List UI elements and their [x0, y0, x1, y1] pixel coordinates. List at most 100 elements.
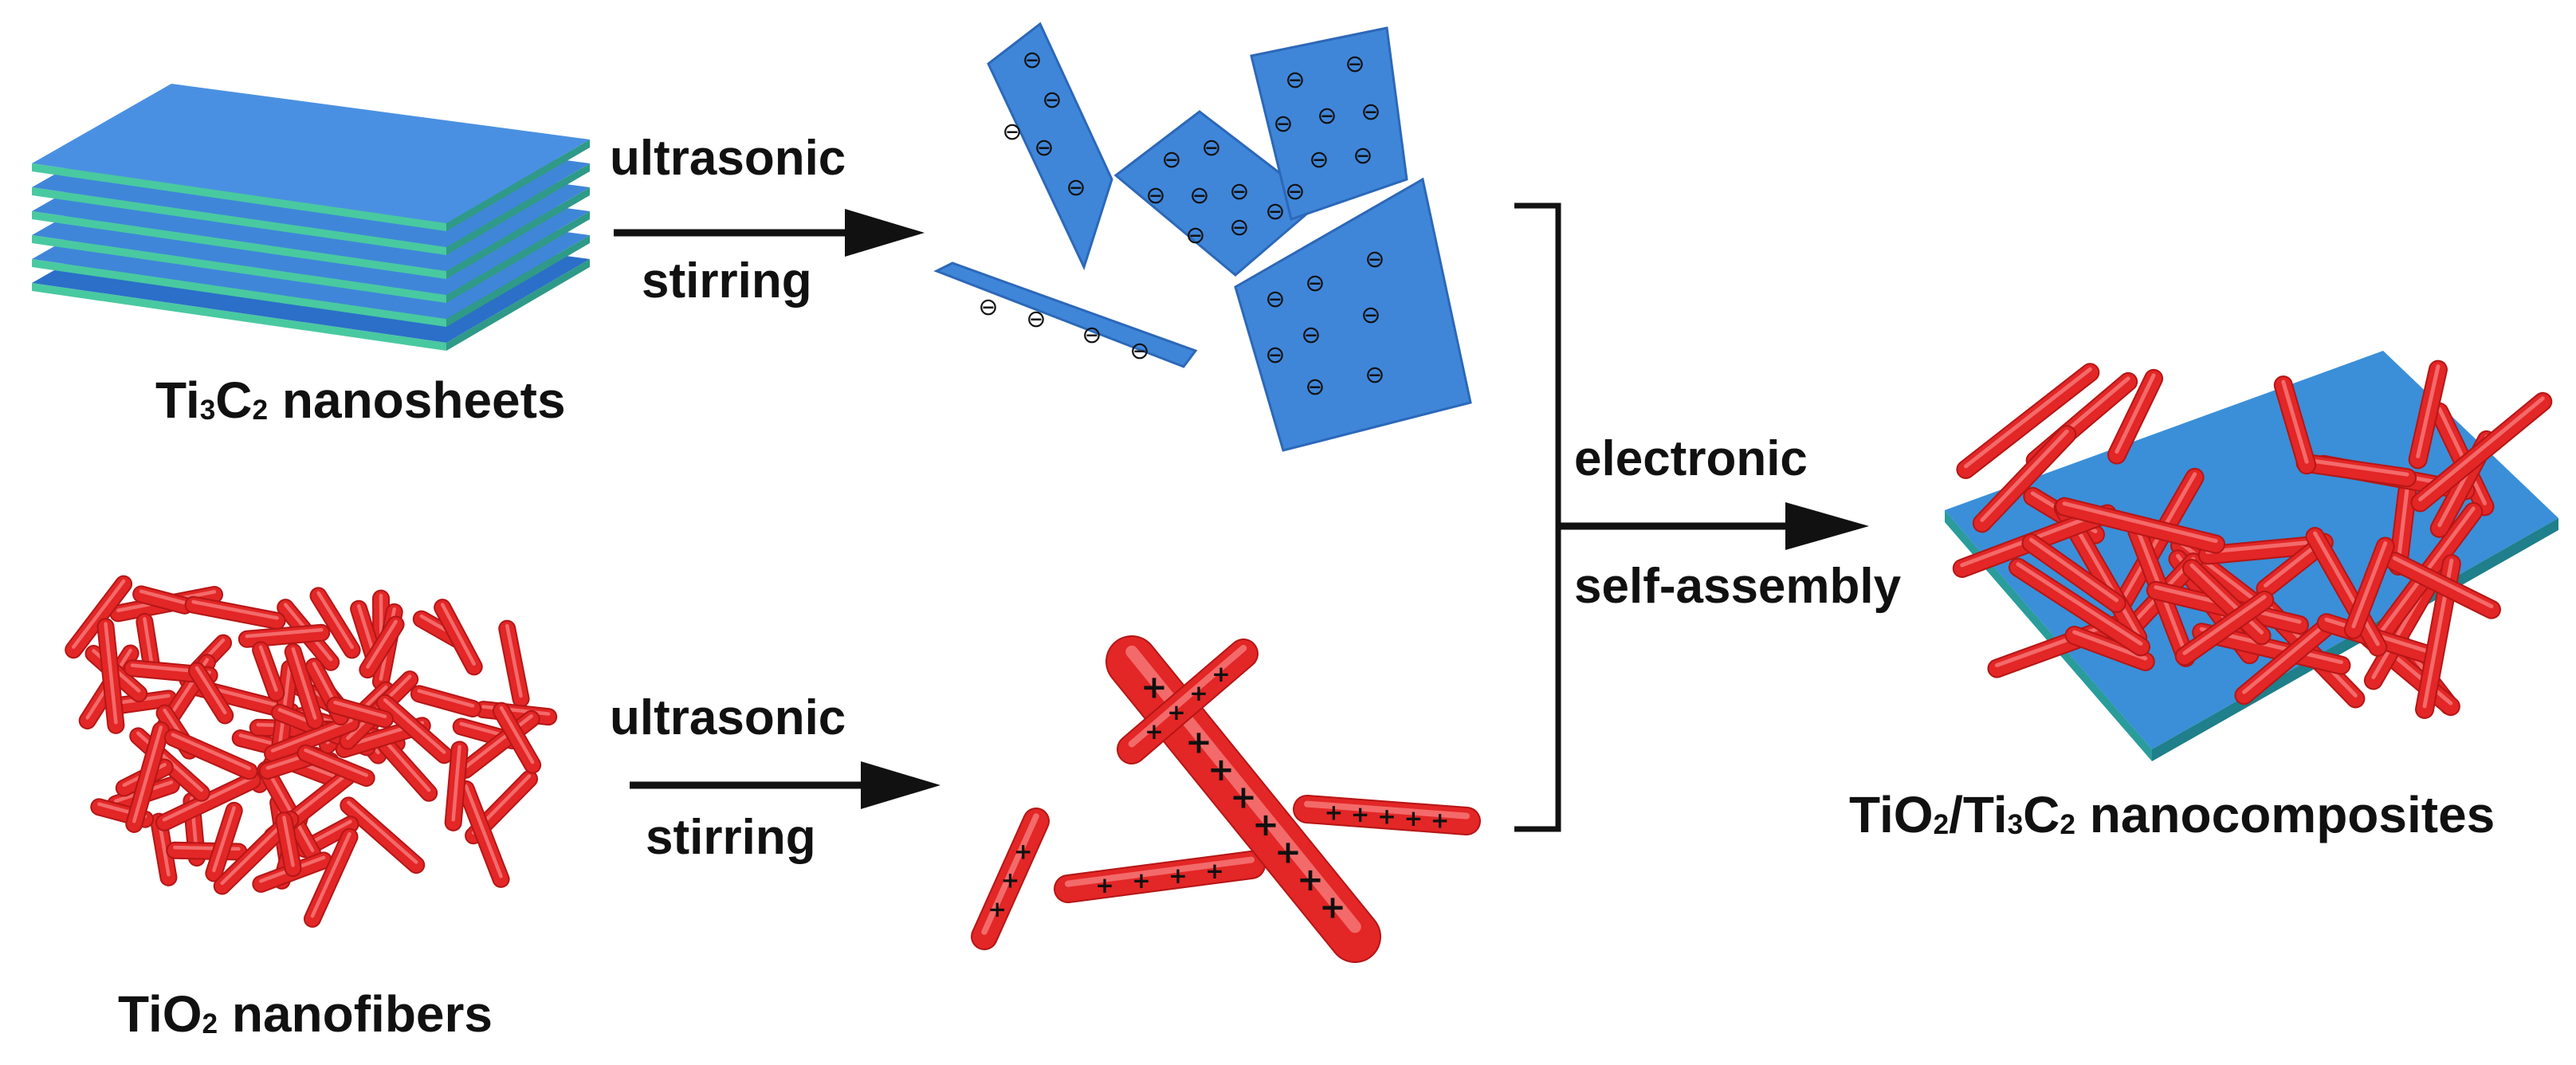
negative-charge-icon: ⊖ [1273, 110, 1293, 138]
exfoliated-sheets-illustration: ⊖⊖⊖⊖⊖⊖⊖⊖⊖⊖⊖⊖⊖⊖⊖⊖⊖⊖⊖⊖⊖⊖⊖⊖⊖⊖⊖⊖⊖⊖⊖⊖⊖ [933, 22, 1472, 452]
ti3c2-formula-sub-3: 3 [199, 394, 216, 426]
ti3c2-stack-illustration [32, 84, 590, 351]
positive-charge-icon: + [1014, 838, 1032, 864]
negative-charge-icon: ⊖ [1365, 246, 1384, 273]
merge-bracket-arrow [1514, 202, 1869, 832]
negative-charge-icon: ⊖ [1345, 50, 1365, 78]
positive-charge-icon: + [1095, 872, 1113, 898]
negative-charge-icon: ⊖ [1185, 222, 1205, 250]
nanofiber [2410, 391, 2553, 513]
nanofiber [125, 721, 170, 833]
positive-charge-icon: + [1211, 661, 1230, 687]
negative-charge-icon: ⊖ [1265, 285, 1285, 313]
nanofiber [377, 737, 438, 802]
bottom-step-label-2: stirring [646, 810, 816, 865]
top-step-label-1: ultrasonic [610, 131, 846, 186]
negative-charge-icon: ⊖ [1161, 146, 1181, 174]
composite-formula-c: C [2023, 786, 2060, 843]
charged-nanofiber: +++++++++ [1105, 635, 1381, 963]
nanofiber [492, 701, 542, 774]
top-step-label-2: stirring [642, 253, 812, 308]
charged-sheet: ⊖⊖⊖⊖⊖ [987, 22, 1113, 271]
ti3c2-formula-sub-2: 2 [252, 394, 269, 426]
charged-nanofiber: +++++ [1293, 795, 1481, 835]
nanofiber [296, 744, 375, 787]
nanofiber [2021, 533, 2126, 613]
negative-charge-icon: ⊖ [1145, 182, 1165, 210]
negative-charge-icon: ⊖ [1022, 46, 1042, 74]
nanofiber [252, 641, 285, 702]
nanofiber [132, 585, 194, 615]
positive-charge-icon: + [988, 896, 1007, 922]
nanofiber [1972, 425, 2077, 533]
negative-charge-icon: ⊖ [1034, 134, 1054, 162]
ti3c2-formula-ti: Ti [155, 371, 200, 429]
positive-charge-icon: + [1001, 867, 1019, 894]
nanofiber [238, 623, 331, 648]
nanofiber [2197, 536, 2319, 565]
composite-formula-sub-2a: 2 [1933, 808, 1950, 840]
positive-charge-icon: + [1141, 670, 1168, 706]
nanofiber [2343, 536, 2395, 639]
nanofiber [163, 729, 258, 780]
nanofiber [2107, 368, 2164, 465]
tio2-label-text: nanofibers [218, 985, 493, 1043]
charged-nanofiber: +++ [971, 808, 1050, 950]
negative-charge-icon: ⊖ [1042, 86, 1062, 114]
tio2-label: TiO2 nanofibers [118, 988, 493, 1039]
negative-charge-icon: ⊖ [1265, 198, 1285, 226]
nanofiber [1956, 363, 2100, 479]
nanofiber [284, 643, 324, 730]
composite-label: TiO2/Ti3C2 nanocomposites [1849, 789, 2495, 840]
ti3c2-label: Ti3C2 nanosheets [155, 375, 566, 426]
composite-formula-sub-3: 3 [2007, 808, 2024, 840]
negative-charge-icon: ⊖ [1305, 269, 1325, 297]
nanofiber [205, 801, 243, 882]
positive-charge-icon: + [1404, 805, 1423, 831]
negative-charge-icon: ⊖ [1265, 341, 1285, 369]
negative-charge-icon: ⊖ [1365, 361, 1384, 389]
nanofiber [359, 615, 405, 679]
negative-charge-icon: ⊖ [1285, 66, 1305, 94]
composite-formula-tio: TiO [1849, 786, 1934, 843]
nanofiber [340, 796, 426, 874]
positive-charge-icon: + [1325, 800, 1343, 826]
nanofiber [2273, 375, 2317, 475]
nanofiber [2408, 360, 2448, 470]
nanofiber [184, 595, 286, 630]
negative-charge-icon: ⊖ [1129, 337, 1149, 365]
composite-formula-ti: /Ti [1949, 786, 2008, 843]
negative-charge-icon: ⊖ [1309, 146, 1329, 174]
merge-step-label-2: self-assembly [1574, 559, 1902, 614]
positive-charge-icon: + [1185, 725, 1212, 761]
negative-charge-icon: ⊖ [1317, 102, 1337, 130]
composite-label-text: nanocomposites [2075, 786, 2496, 843]
negative-charge-icon: ⊖ [1361, 301, 1380, 329]
nanofiber [303, 827, 359, 928]
charged-sheet: ⊖⊖⊖⊖⊖⊖⊖⊖ [1250, 26, 1408, 221]
charged-sheet: ⊖ ⊖ ⊖ ⊖ ⊖ ⊖ ⊖ ⊖ [1234, 177, 1472, 452]
charged-sheet: ⊖⊖⊖⊖ [933, 261, 1198, 368]
nanofiber [2305, 527, 2388, 657]
negative-charge-icon: ⊖ [1301, 321, 1321, 349]
charged-nanofiber: ++++ [1117, 639, 1259, 764]
composite-formula-sub-2b: 2 [2060, 808, 2075, 840]
ti3c2-label-text: nanosheets [268, 371, 566, 429]
positive-charge-icon: + [1132, 867, 1150, 894]
nanofiber [457, 780, 510, 888]
negative-charge-icon: ⊖ [1201, 134, 1221, 162]
positive-charge-icon: + [1252, 807, 1279, 843]
positive-charge-icon: + [1319, 890, 1346, 926]
positive-charge-icon: + [1189, 680, 1208, 706]
stack-layer [32, 84, 590, 231]
nanofiber [65, 575, 133, 659]
nanofiber [2234, 619, 2334, 705]
bottom-step-label-1: ultrasonic [610, 690, 846, 745]
nanofiber [2008, 557, 2150, 657]
negative-charge-icon: ⊖ [1189, 182, 1209, 210]
negative-charge-icon: ⊖ [1305, 373, 1325, 401]
nanofiber [187, 662, 234, 725]
nanofiber [2064, 626, 2155, 671]
charged-nanofiber: ++++ [1054, 851, 1266, 903]
